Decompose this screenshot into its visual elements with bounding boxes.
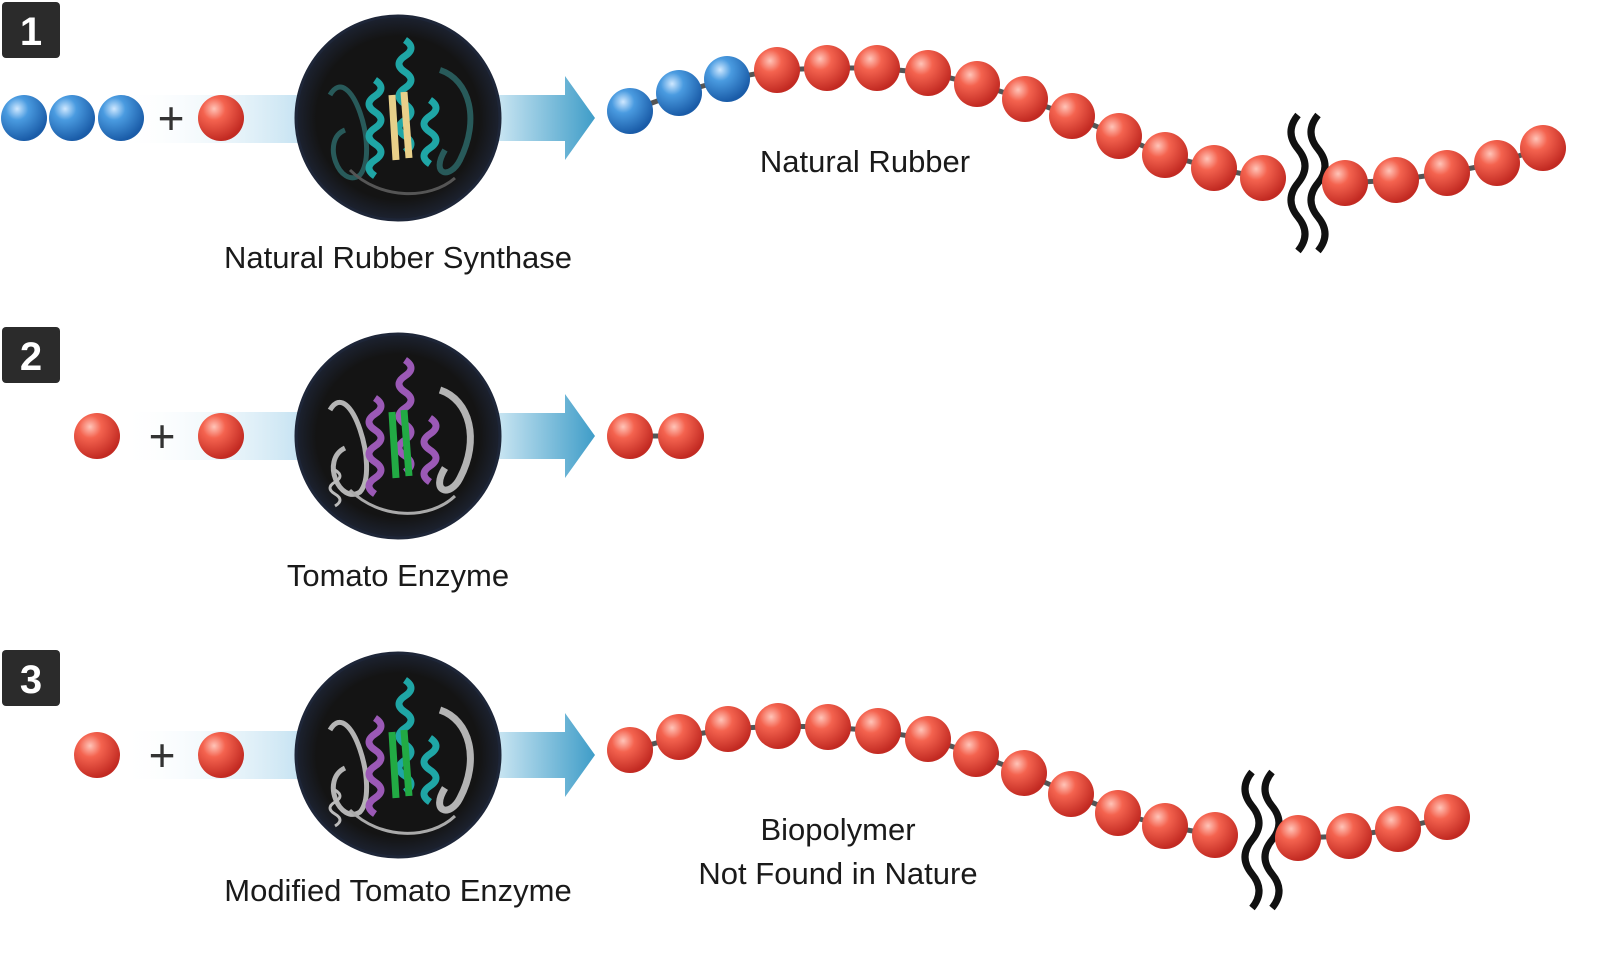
isoprene-unit-blue [98, 95, 144, 141]
isoprene-unit-red [905, 716, 951, 762]
isoprene-unit-red [1424, 150, 1470, 196]
isoprene-unit-blue [607, 88, 653, 134]
plus-sign: + [149, 729, 176, 781]
isoprene-unit-red [1322, 160, 1368, 206]
isoprene-unit-red [854, 45, 900, 91]
isoprene-unit-red [1142, 132, 1188, 178]
step-1: 1 + [1, 2, 1566, 275]
isoprene-unit-red [705, 706, 751, 752]
product-label-line-1: Biopolymer [760, 812, 915, 847]
enzyme-label: Modified Tomato Enzyme [224, 873, 571, 908]
step-number-badge [2, 2, 60, 58]
step-number: 1 [20, 10, 42, 54]
isoprene-unit-red [1474, 140, 1520, 186]
reaction-arrow [498, 76, 595, 160]
isoprene-unit-red [1191, 145, 1237, 191]
reaction-arrow [498, 713, 595, 797]
enzyme-structure-natural-rubber-synthase [294, 14, 502, 222]
isoprene-unit-red [855, 708, 901, 754]
isoprene-unit-red [1192, 812, 1238, 858]
isoprene-unit-red [755, 703, 801, 749]
isoprene-unit-red [1002, 76, 1048, 122]
enzyme-structure-modified-tomato-enzyme [294, 651, 502, 859]
isoprene-unit-red [198, 732, 244, 778]
isoprene-unit-blue [656, 70, 702, 116]
isoprene-unit-red [658, 413, 704, 459]
enzyme-structure-tomato-enzyme [294, 332, 502, 540]
step-number-badge [2, 327, 60, 383]
isoprene-unit-red [953, 731, 999, 777]
step-number: 3 [20, 658, 42, 702]
chain-break-mark [1287, 112, 1329, 254]
isoprene-unit-red [1095, 790, 1141, 836]
reaction-arrow [498, 394, 595, 478]
product-label: Natural Rubber [760, 144, 970, 179]
isoprene-unit-red [954, 61, 1000, 107]
isoprene-unit-red [1142, 803, 1188, 849]
plus-sign: + [158, 92, 185, 144]
isoprene-unit-red [607, 727, 653, 773]
isoprene-unit-red [754, 47, 800, 93]
isoprene-unit-red [1048, 771, 1094, 817]
product-label-line-2: Not Found in Nature [698, 856, 977, 891]
isoprene-unit-red [1275, 815, 1321, 861]
isoprene-unit-red [607, 413, 653, 459]
enzyme-label: Tomato Enzyme [287, 558, 509, 593]
isoprene-unit-red [1001, 750, 1047, 796]
isoprene-unit-red [74, 732, 120, 778]
chain-backbone [1297, 814, 1448, 841]
step-3: 3 + [2, 650, 1470, 911]
isoprene-unit-red [1375, 806, 1421, 852]
isoprene-unit-red [1520, 125, 1566, 171]
isoprene-unit-blue [704, 56, 750, 102]
isoprene-unit-red [805, 704, 851, 750]
isoprene-unit-blue [1, 95, 47, 141]
isoprene-unit-red [1373, 157, 1419, 203]
isoprene-unit-red [1240, 155, 1286, 201]
isoprene-unit-red [198, 95, 244, 141]
isoprene-unit-red [74, 413, 120, 459]
isoprene-unit-blue [49, 95, 95, 141]
step-number: 2 [20, 335, 42, 379]
enzyme-label: Natural Rubber Synthase [224, 240, 572, 275]
chain-break-mark [1241, 769, 1283, 911]
plus-sign: + [149, 410, 176, 462]
isoprene-unit-red [804, 45, 850, 91]
isoprene-unit-red [1424, 794, 1470, 840]
isoprene-unit-red [1096, 113, 1142, 159]
isoprene-unit-red [198, 413, 244, 459]
isoprene-unit-red [1326, 813, 1372, 859]
step-2: 2 + Tomato Enzyme [2, 327, 704, 593]
isoprene-unit-red [1049, 93, 1095, 139]
step-number-badge [2, 650, 60, 706]
isoprene-unit-red [656, 714, 702, 760]
isoprene-unit-red [905, 50, 951, 96]
